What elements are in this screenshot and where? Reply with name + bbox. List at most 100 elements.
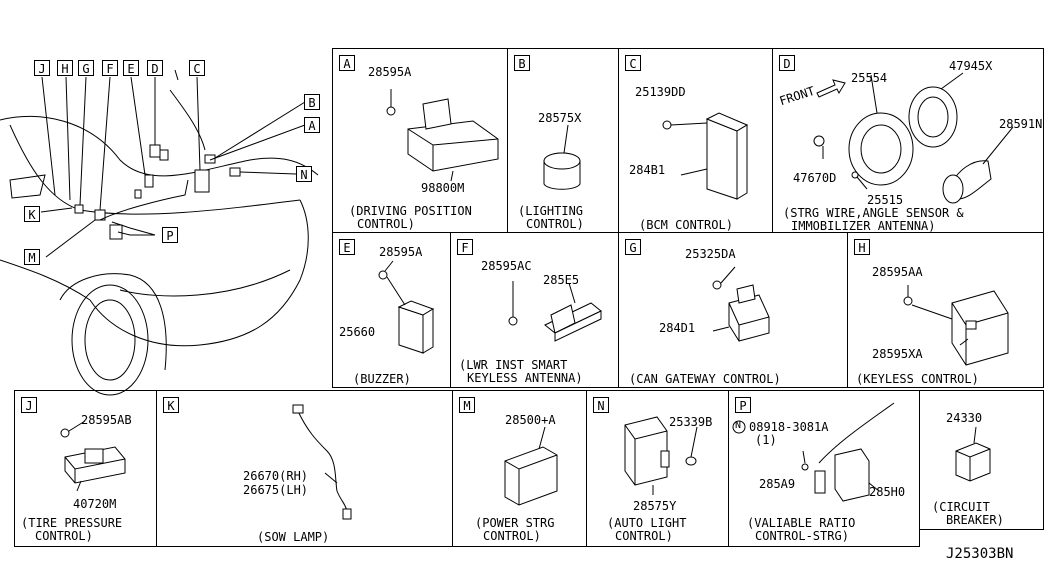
part-08918-3081a: 08918-3081A [749, 420, 829, 434]
panel-k-letter: K [163, 397, 179, 413]
part-28575x: 28575X [538, 111, 582, 125]
keyless-antenna-drawing [508, 281, 602, 342]
panel-h: H 28595AA 28595XA (KEYLESS CONTROL) [847, 232, 1044, 388]
panel-h-caption: (KEYLESS CONTROL) [856, 372, 979, 386]
overview-label-h: H [57, 60, 73, 76]
panel-k-caption: (SOW LAMP) [257, 530, 330, 544]
part-28595ac: 28595AC [481, 259, 532, 273]
part-25660: 25660 [339, 325, 376, 339]
part-98800m: 98800M [421, 181, 465, 195]
part-28595aa: 28595AA [872, 265, 923, 279]
panel-p: P N 08918-3081A (1) 285A9 285H0 (VALIABL… [728, 390, 920, 547]
part-285a9: 285A9 [759, 477, 796, 491]
variable-ratio-control-drawing [732, 402, 895, 502]
panel-e-caption: (BUZZER) [353, 372, 411, 386]
buzzer-drawing [378, 260, 435, 354]
tire-pressure-control-drawing [60, 420, 126, 492]
overview-label-e: E [123, 60, 139, 76]
can-gateway-drawing [712, 266, 770, 342]
part-28500a: 28500+A [505, 413, 556, 427]
overview-label-g: G [78, 60, 94, 76]
part-25554: 25554 [851, 71, 888, 85]
panel-e: E 28595A 25660 (BUZZER) [332, 232, 451, 388]
overview-label-n: N [296, 166, 312, 182]
panel-b-letter: B [514, 55, 530, 71]
steering-sensor-drawing [813, 72, 1014, 204]
panel-c-letter: C [625, 55, 641, 71]
overview-label-p: P [162, 227, 178, 243]
panel-k: K 26670(RH) 26675(LH) (SOW LAMP) [156, 390, 453, 547]
part-40720m: 40720M [73, 497, 117, 511]
bcm-module-drawing [662, 112, 749, 200]
part-25339b: 25339B [669, 415, 713, 429]
overview-label-f: F [102, 60, 118, 76]
part-24330: 24330 [946, 411, 983, 425]
part-28595xa: 28595XA [872, 347, 923, 361]
part-28575y: 28575Y [633, 499, 677, 513]
overview-label-d: D [147, 60, 163, 76]
part-qty-1: (1) [755, 433, 777, 447]
panel-a-letter: A [339, 55, 355, 71]
part-47945x: 47945X [949, 59, 993, 73]
part-28595ab: 28595AB [81, 413, 132, 427]
part-25325da: 25325DA [685, 247, 736, 261]
keyless-control-drawing [903, 285, 1009, 366]
part-285e5: 285E5 [543, 273, 580, 287]
part-25515: 25515 [867, 193, 904, 207]
part-26675-lh: 26675(LH) [243, 483, 309, 497]
diagram-id: J25303BN [946, 546, 1014, 562]
part-47670d: 47670D [793, 171, 837, 185]
overview-label-j: J [34, 60, 50, 76]
panel-c: C 25139DD 284B1 (BCM CONTROL) [618, 48, 773, 233]
panel-d-caption: (STRG WIRE,ANGLE SENSOR &IMMOBILIZER ANT… [783, 206, 964, 233]
sow-lamp-drawing [292, 404, 352, 520]
panel-j-letter: J [21, 397, 37, 413]
panel-p-letter: P [735, 397, 751, 413]
part-25139dd: 25139DD [635, 85, 686, 99]
panel-e-letter: E [339, 239, 355, 255]
vehicle-illustration [0, 69, 319, 396]
panel-g-letter: G [625, 239, 641, 255]
nut-symbol: N [735, 420, 742, 431]
part-284d1: 284D1 [659, 321, 696, 335]
power-strg-control-drawing [504, 426, 558, 506]
panel-c-caption: (BCM CONTROL) [639, 218, 733, 232]
panel-g-caption: (CAN GATEWAY CONTROL) [629, 372, 781, 386]
panel-n-letter: N [593, 397, 609, 413]
part-28595a: 28595A [368, 65, 412, 79]
overview-label-a: A [304, 117, 320, 133]
lighting-sensor-drawing [543, 124, 581, 190]
part-26670-rh: 26670(RH) [243, 469, 309, 483]
panel-m-letter: M [459, 397, 475, 413]
circuit-breaker-drawing [955, 426, 991, 482]
driving-position-control-drawing [386, 89, 499, 182]
panel-d-letter: D [779, 55, 795, 71]
vehicle-overview: J H G F E D C B A N K M P [0, 50, 328, 396]
panel-g: G 25325DA 284D1 (CAN GATEWAY CONTROL) [618, 232, 848, 388]
part-284b1: 284B1 [629, 163, 666, 177]
part-28595a-buzzer: 28595A [379, 245, 423, 259]
overview-label-k: K [24, 206, 40, 222]
overview-label-m: M [24, 249, 40, 265]
panel-h-letter: H [854, 239, 870, 255]
panel-d: D FRONT 25554 47945X 28591N 47670D 25515… [772, 48, 1044, 233]
panel-f-letter: F [457, 239, 473, 255]
overview-label-c: C [189, 60, 205, 76]
overview-label-b: B [304, 94, 320, 110]
part-285h0: 285H0 [869, 485, 906, 499]
part-28591n: 28591N [999, 117, 1043, 131]
